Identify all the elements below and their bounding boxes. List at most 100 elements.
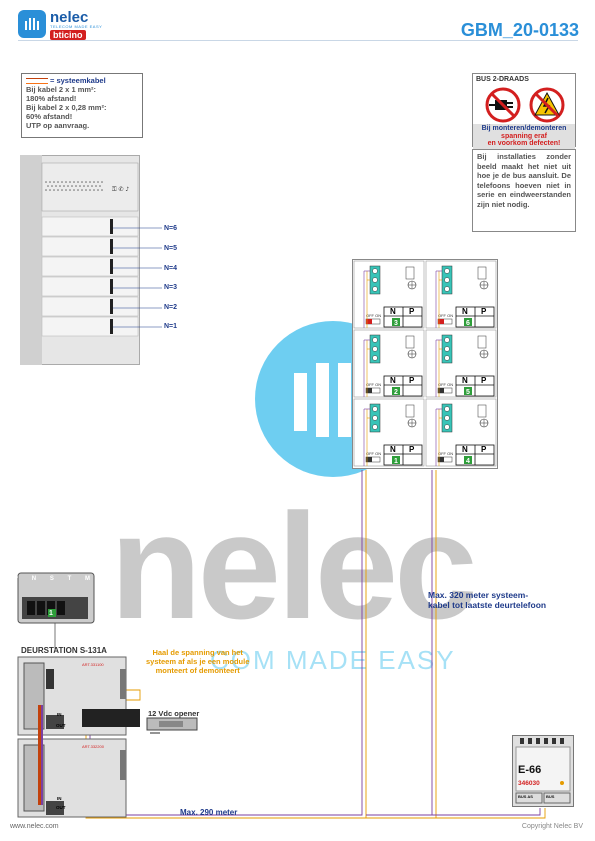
watermark-slogan: COM MADE EASY (210, 645, 456, 675)
handset-number: 1 (394, 458, 398, 465)
terminal-screw-icon (444, 406, 450, 412)
terminal-label: M (84, 576, 90, 582)
jumper-icon (405, 404, 415, 418)
column-header-n: N (462, 445, 468, 454)
terminal-screw-icon (372, 346, 378, 352)
no-voltage-icon (529, 87, 565, 123)
note-line: kabel tot laatste deurtelefoon (428, 600, 547, 610)
jumper-icon (405, 266, 415, 280)
terminal-label: T (67, 576, 72, 582)
jumper-icon (477, 266, 487, 280)
max-320-note: Max. 320 meter systeem- kabel tot laatst… (428, 590, 546, 610)
button-label-n3: N=3 (164, 284, 178, 291)
ps-terminal-label: BUS (546, 794, 555, 799)
column-header-n: N (390, 445, 396, 454)
handset-number-badge (464, 387, 472, 395)
handset-number: 6 (466, 320, 470, 327)
button-label-n1: N=1 (164, 323, 178, 330)
switch-slider (366, 388, 372, 393)
jumper-icon (477, 404, 487, 418)
switch-label: OFF ON (366, 313, 381, 318)
door-panel-detail: ⚿ ✆ ♪ (41, 162, 162, 337)
nelec-bars-icon (25, 18, 39, 30)
switch-label: OFF ON (438, 313, 453, 318)
header-divider (18, 40, 578, 41)
bus-warn-line: Bij monteren/demonteren (481, 125, 567, 132)
button-label-n4: N=4 (164, 265, 178, 272)
handset-number: 5 (466, 389, 470, 396)
warning-line: Haal de spanning van het (152, 648, 243, 657)
bus-warn-line: spanning eraf (501, 132, 547, 140)
button-label-n5: N=5 (164, 245, 178, 252)
opener-label: 12 Vdc opener (148, 709, 200, 718)
column-header-p: P (481, 376, 487, 385)
bticino-logo: bticino (50, 30, 86, 40)
warning-line: systeem af als je een module (146, 657, 250, 666)
column-header-p: P (481, 307, 487, 316)
terminal-screw-icon (444, 268, 450, 274)
out-label: OUT (56, 723, 66, 728)
door-station-modules (17, 572, 140, 818)
legend-line: Bij kabel 2 x 0,28 mm²: (26, 103, 107, 112)
legend-line: 180% afstand! (26, 94, 77, 103)
column-header-p: P (481, 445, 487, 454)
brand-tagline: TELECOM MADE EASY (50, 24, 103, 29)
terminal-screw-icon (444, 355, 450, 361)
no-power-icons (485, 87, 565, 123)
footer-url[interactable]: www.nelec.com (10, 823, 59, 830)
module1-code: ART.331100 (82, 662, 104, 667)
terminal-screw-icon (372, 277, 378, 283)
switch-slider (438, 457, 444, 462)
terminal-labels: P N S T M (14, 576, 90, 582)
svg-text:⚿ ✆ ♪: ⚿ ✆ ♪ (112, 186, 129, 193)
cable-swatch-icon (26, 78, 48, 85)
switch-slider (438, 319, 444, 324)
bus-warning-box: BUS 2-DRAADS Bij monteren/demonteren spa… (472, 73, 576, 149)
switch-label: OFF ON (438, 382, 453, 387)
button-label-n6: N=6 (164, 225, 178, 232)
terminal-screw-icon (444, 337, 450, 343)
terminal-screw-icon (444, 415, 450, 421)
handset-number-badge (392, 387, 400, 395)
in-label: IN (57, 712, 62, 717)
door-panel-frame (20, 155, 42, 365)
terminal-label: P (14, 576, 19, 582)
terminal-label: S (49, 576, 54, 582)
in-label-bottom: IN (57, 796, 62, 801)
jumper-icon (405, 335, 415, 349)
column-header-p: P (409, 376, 415, 385)
note-line: Max. 320 meter systeem- (428, 590, 529, 600)
installation-info: Bij installaties zonder beeld maakt het … (472, 149, 576, 232)
switch-slider (366, 457, 372, 462)
handset-number: 2 (394, 389, 398, 396)
terminal-screw-icon (372, 355, 378, 361)
column-header-p: P (409, 445, 415, 454)
legend-line: 60% afstand! (26, 112, 73, 121)
terminal-screw-icon (372, 406, 378, 412)
button-label-n2: N=2 (164, 304, 178, 311)
bus-warn-line: en voorkom defecten! (487, 140, 561, 147)
legend-line: Bij kabel 2 x 1 mm²: (26, 85, 97, 94)
column-header-p: P (409, 307, 415, 316)
terminal-screw-icon (372, 268, 378, 274)
handset-number-badge (392, 318, 400, 326)
power-supply-detail (515, 738, 571, 804)
handset-number: 4 (466, 458, 470, 465)
legend-title: = systeemkabel (50, 76, 106, 85)
switch-label: OFF ON (366, 451, 381, 456)
document-id: GBM_20-0133 (460, 20, 579, 40)
footer-copyright: Copyright Nelec BV (521, 823, 583, 830)
ps-terminal-label: BUS AS (518, 794, 533, 799)
handset-number-badge (464, 456, 472, 464)
out-label-bottom: OUT (56, 805, 66, 810)
terminal-screw-icon (372, 424, 378, 430)
switch-label: OFF ON (438, 451, 453, 456)
handset-number: 3 (394, 320, 398, 327)
switch-slider (366, 319, 372, 324)
warning-line: monteert of demonteert (155, 666, 240, 675)
handset-number-badge (464, 318, 472, 326)
bus-title: BUS 2-DRAADS (473, 74, 575, 85)
no-plug-icon (485, 87, 521, 123)
door-station-title: DEURSTATION S-131A (21, 646, 107, 655)
